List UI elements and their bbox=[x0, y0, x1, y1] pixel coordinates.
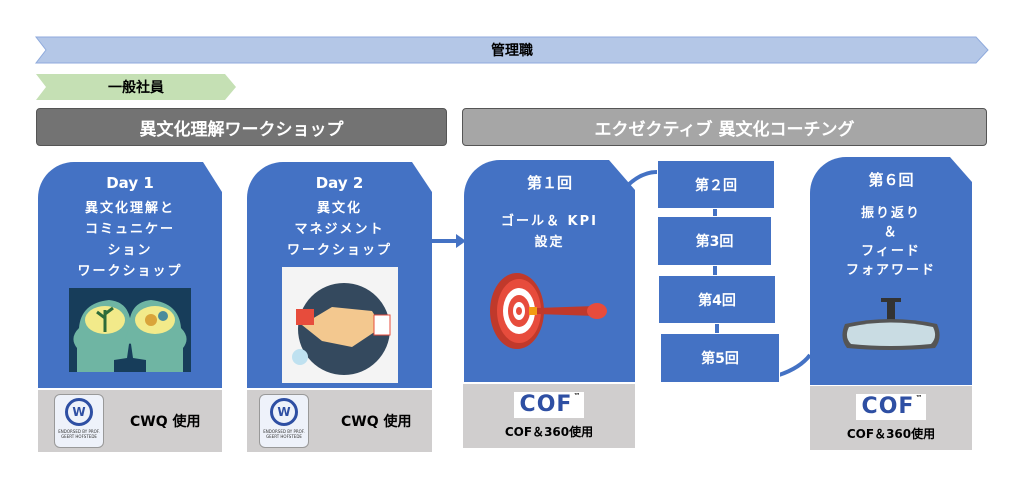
tm-mark: ™ bbox=[573, 392, 581, 400]
day1-footer: W ENDORSED BY PROF. GEERT HOFSTEDE CWQ 使用 bbox=[38, 390, 222, 452]
tm-mark: ™ bbox=[915, 394, 923, 402]
card-line: ワークショップ bbox=[77, 264, 183, 279]
handshake-illustration bbox=[281, 267, 398, 383]
session4-box: 第4回 bbox=[658, 275, 776, 324]
arrow-head bbox=[456, 234, 466, 248]
manager-band-shape bbox=[34, 36, 989, 64]
cwq-endorsement: ENDORSED BY PROF. GEERT HOFSTEDE bbox=[263, 429, 305, 439]
coaching-header: エクゼクティブ 異文化コーチング bbox=[462, 108, 987, 146]
session6-card: 第６回 振り返り ＆ フィード フォアワード bbox=[810, 157, 972, 385]
card-title: Day 2 bbox=[315, 174, 364, 192]
rearview-mirror-icon bbox=[842, 298, 940, 350]
general-band-shape bbox=[36, 74, 236, 100]
session1-card: 第１回 ゴール＆ KPI 設定 bbox=[464, 160, 635, 382]
card-line: 設定 bbox=[534, 235, 565, 250]
card-line: 異文化 bbox=[316, 201, 362, 216]
footer-label: COF＆360使用 bbox=[846, 427, 936, 441]
footer-label: CWQ 使用 bbox=[341, 414, 412, 430]
curve-session1-to-2 bbox=[626, 170, 658, 187]
session3-box: 第3回 bbox=[657, 216, 772, 266]
footer-label: COF＆360使用 bbox=[504, 425, 594, 439]
card-title: 第６回 bbox=[868, 171, 914, 189]
card-line: フォアワード bbox=[845, 263, 936, 278]
heads-illustration bbox=[69, 288, 191, 372]
workshop-header: 異文化理解ワークショップ bbox=[36, 108, 447, 146]
card-line: ＆ bbox=[883, 225, 899, 240]
card-line: ワークショップ bbox=[286, 243, 392, 258]
session5-box: 第5回 bbox=[660, 333, 780, 383]
footer-label: CWQ 使用 bbox=[130, 414, 201, 430]
cof-logo-text: COF bbox=[519, 392, 573, 417]
card-line: 異文化理解と bbox=[84, 201, 175, 216]
day2-card: Day 2 異文化 マネジメント ワークショップ bbox=[247, 162, 432, 388]
card-line: コミュニケー bbox=[84, 222, 175, 237]
session2-box: 第２回 bbox=[657, 160, 775, 209]
cwq-logo: W ENDORSED BY PROF. GEERT HOFSTEDE bbox=[54, 394, 104, 448]
card-title: Day 1 bbox=[106, 174, 154, 192]
general-staff-band: 一般社員 bbox=[108, 80, 164, 96]
card-line: ション bbox=[107, 243, 153, 258]
cwq-w-mark: W bbox=[65, 398, 93, 426]
card-title: 第１回 bbox=[526, 174, 572, 192]
card-line: ゴール＆ KPI bbox=[501, 214, 598, 229]
dart-target-icon bbox=[489, 273, 607, 349]
day1-card: Day 1 異文化理解と コミュニケー ション ワークショップ bbox=[38, 162, 222, 388]
cwq-endorsement: ENDORSED BY PROF. GEERT HOFSTEDE bbox=[58, 429, 100, 439]
curve-session5-to-6 bbox=[778, 353, 812, 377]
cwq-w-mark: W bbox=[270, 398, 298, 426]
card-line: フィード bbox=[861, 244, 921, 259]
cof-logo-text: COF bbox=[861, 394, 915, 419]
cwq-logo: W ENDORSED BY PROF. GEERT HOFSTEDE bbox=[259, 394, 309, 448]
card-line: マネジメント bbox=[294, 222, 385, 237]
day2-footer: W ENDORSED BY PROF. GEERT HOFSTEDE CWQ 使用 bbox=[247, 390, 432, 452]
card-line: 振り返り bbox=[860, 206, 921, 221]
manager-band: 管理職 bbox=[491, 43, 533, 59]
